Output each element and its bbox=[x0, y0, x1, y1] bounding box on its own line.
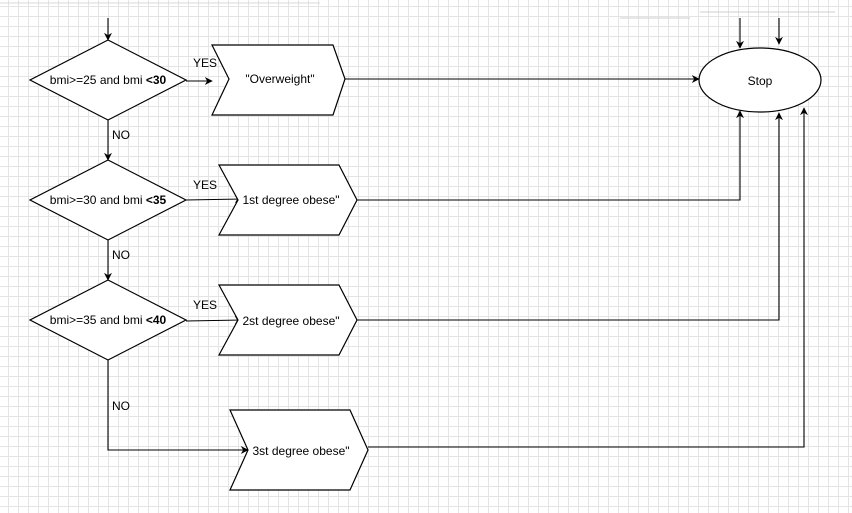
edge-label-yes: YES bbox=[193, 298, 217, 312]
edge-label-no: NO bbox=[112, 128, 130, 142]
decision-1-label: bmi>=25 and bmi <30 bbox=[50, 73, 167, 87]
edge-out3-stop bbox=[357, 112, 783, 321]
output-3st-degree-label: 3st degree obese" bbox=[253, 444, 350, 458]
output-3st-degree bbox=[229, 409, 369, 491]
edge-out4-stop bbox=[368, 107, 808, 448]
edge-label-yes: YES bbox=[193, 178, 217, 192]
output-2st-degree bbox=[217, 284, 358, 356]
output-1st-degree bbox=[217, 164, 358, 236]
decision-3-label: bmi>=35 and bmi <40 bbox=[50, 313, 167, 327]
decision-2-label: bmi>=30 and bmi <35 bbox=[50, 193, 167, 207]
edge-d2-yes bbox=[185, 195, 243, 204]
output-1st-degree-label: 1st degree obese" bbox=[243, 193, 340, 207]
edge-label-no: NO bbox=[112, 248, 130, 262]
output-2st-degree-label: 2st degree obese" bbox=[243, 314, 340, 328]
decision-bmi-25-30 bbox=[28, 39, 188, 121]
edge-d3-no bbox=[107, 360, 249, 454]
terminal-stop-label: Stop bbox=[748, 74, 773, 88]
decision-bmi-30-35 bbox=[28, 159, 188, 241]
edge-out2-stop bbox=[357, 110, 744, 201]
edge-d3-yes bbox=[185, 316, 243, 325]
edge-label-yes: YES bbox=[193, 56, 217, 70]
decision-bmi-35-40 bbox=[28, 279, 188, 361]
output-overweight-label: "Overweight" bbox=[245, 72, 314, 86]
terminal-stop bbox=[698, 47, 822, 113]
output-overweight bbox=[211, 44, 346, 116]
edge-label-no: NO bbox=[112, 399, 130, 413]
